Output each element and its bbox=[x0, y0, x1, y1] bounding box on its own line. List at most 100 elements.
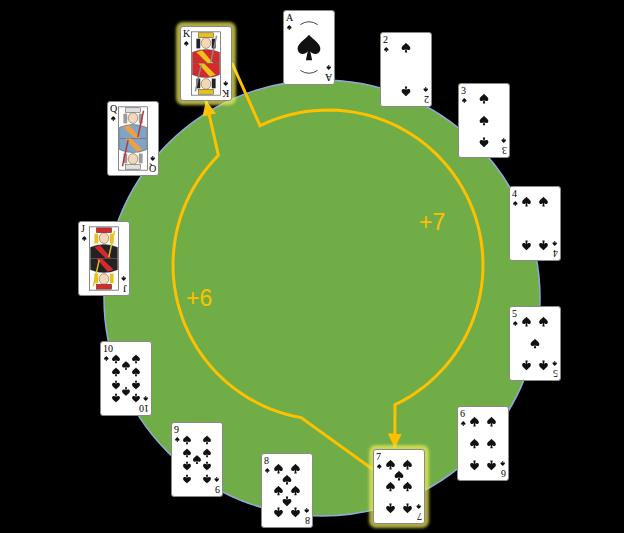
spade-pip bbox=[403, 481, 412, 491]
spade-pip bbox=[122, 360, 130, 369]
card-rank: 4 bbox=[512, 189, 517, 199]
spade-pip bbox=[283, 474, 292, 484]
suit-index bbox=[416, 503, 421, 508]
card-art bbox=[172, 423, 222, 496]
spade-pip bbox=[539, 316, 548, 326]
spade-pip bbox=[274, 463, 283, 473]
suit-index bbox=[184, 41, 189, 46]
green-table bbox=[104, 80, 540, 516]
card-art bbox=[262, 454, 312, 527]
spade-pip bbox=[522, 196, 531, 206]
card-rank: Q bbox=[149, 163, 156, 173]
card-rank: J bbox=[81, 224, 85, 234]
spade-pip bbox=[274, 507, 283, 517]
suit-index bbox=[423, 86, 428, 91]
spade-pip bbox=[112, 393, 120, 402]
spade-pip bbox=[183, 448, 191, 457]
spade-pip bbox=[531, 338, 540, 348]
card-art bbox=[381, 33, 431, 106]
spade-pip bbox=[203, 474, 211, 483]
card-art bbox=[79, 222, 129, 295]
card-rank: 5 bbox=[512, 309, 517, 319]
card-rank: 9 bbox=[215, 484, 220, 494]
card-rank: J bbox=[123, 283, 127, 293]
spade-pip bbox=[386, 503, 395, 513]
spade-pip bbox=[487, 416, 496, 426]
spade-pip bbox=[386, 481, 395, 491]
step-arrow bbox=[232, 63, 483, 449]
spade-pip bbox=[522, 240, 531, 250]
court-figure bbox=[119, 106, 148, 169]
step-count: +7 bbox=[419, 211, 445, 234]
playing-card: 99 bbox=[171, 422, 223, 497]
spade-pip bbox=[193, 455, 201, 464]
playing-card: 66 bbox=[457, 406, 509, 481]
spade-pip bbox=[183, 461, 191, 470]
suit-index bbox=[513, 321, 518, 326]
spade-pip bbox=[395, 470, 404, 480]
playing-card: 33 bbox=[458, 83, 510, 158]
spade-pip bbox=[291, 485, 300, 495]
card-rank: Q bbox=[110, 104, 117, 114]
suit-index bbox=[214, 476, 219, 481]
suit-index bbox=[552, 240, 557, 245]
card-rank: 10 bbox=[103, 344, 113, 354]
card-art bbox=[510, 307, 560, 380]
spade-pip bbox=[480, 115, 489, 125]
court-figure bbox=[90, 226, 119, 289]
spade-pip bbox=[480, 93, 489, 103]
playing-card: 22 bbox=[380, 32, 432, 107]
card-rank: 4 bbox=[553, 248, 558, 258]
spade-pip bbox=[402, 86, 411, 96]
card-rank: 9 bbox=[174, 425, 179, 435]
suit-index bbox=[304, 507, 309, 512]
spade-pip bbox=[291, 463, 300, 473]
card-rank: K bbox=[183, 29, 190, 39]
suit-index bbox=[143, 395, 148, 400]
spade-pip bbox=[132, 380, 140, 389]
suit-index bbox=[326, 64, 331, 69]
court-figure bbox=[192, 31, 221, 94]
suit-index bbox=[175, 437, 180, 442]
spade-pip bbox=[402, 42, 411, 52]
playing-card: 77 bbox=[373, 449, 425, 524]
playing-card: 1010 bbox=[100, 341, 152, 416]
suit-index bbox=[82, 236, 87, 241]
spade-pip bbox=[132, 354, 140, 363]
spade-pip bbox=[183, 474, 191, 483]
spade-pip bbox=[539, 360, 548, 370]
spade-pip bbox=[203, 461, 211, 470]
suit-index bbox=[111, 116, 116, 121]
suit-index bbox=[552, 360, 557, 365]
card-rank: 3 bbox=[502, 145, 507, 155]
ace-spade bbox=[298, 34, 321, 59]
card-art bbox=[459, 84, 509, 157]
card-art bbox=[458, 407, 508, 480]
spade-pip bbox=[203, 435, 211, 444]
spade-pip bbox=[539, 240, 548, 250]
card-art bbox=[374, 450, 424, 523]
card-rank: 5 bbox=[553, 368, 558, 378]
spade-pip bbox=[112, 367, 120, 376]
card-rank: A bbox=[325, 72, 332, 82]
suit-index bbox=[513, 201, 518, 206]
spade-pip bbox=[480, 137, 489, 147]
spade-pip bbox=[487, 438, 496, 448]
step-count: +6 bbox=[186, 287, 212, 310]
spade-pip bbox=[470, 416, 479, 426]
suit-index bbox=[461, 421, 466, 426]
card-rank: K bbox=[222, 88, 229, 98]
spade-pip bbox=[403, 503, 412, 513]
suit-index bbox=[384, 47, 389, 52]
card-rank: 8 bbox=[264, 456, 269, 466]
spade-pip bbox=[487, 460, 496, 470]
spade-pip bbox=[283, 496, 292, 506]
suit-index bbox=[500, 460, 505, 465]
playing-card: 44 bbox=[509, 186, 561, 261]
playing-card: 55 bbox=[509, 306, 561, 381]
spade-pip bbox=[274, 485, 283, 495]
spade-pip bbox=[522, 360, 531, 370]
card-rank: 6 bbox=[460, 409, 465, 419]
card-rank: 8 bbox=[305, 515, 310, 525]
